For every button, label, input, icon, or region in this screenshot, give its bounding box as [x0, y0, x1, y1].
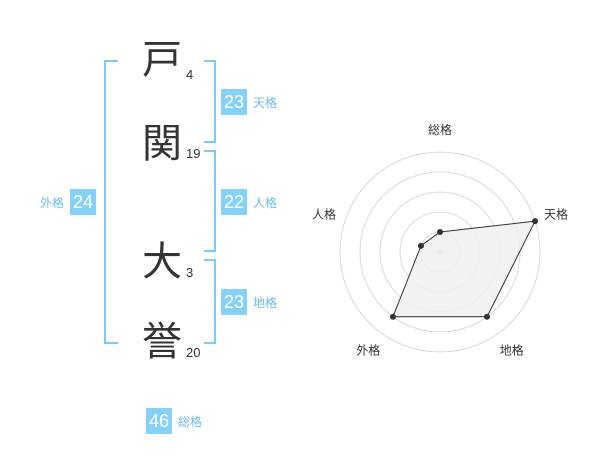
name-char-2: 関	[142, 121, 182, 167]
jinkaku-value: 22	[221, 189, 248, 215]
chikaku-label: 地格	[253, 295, 278, 310]
stroke-count-3: 3	[186, 265, 194, 280]
outer-bracket	[104, 60, 118, 344]
chikaku-badge: 23 地格	[221, 289, 277, 315]
chikaku-bracket	[204, 259, 216, 344]
radar-point-3	[484, 313, 491, 320]
radar-axis-label-4: 外格	[356, 343, 380, 358]
chikaku-value: 23	[221, 289, 248, 315]
soukaku-badge: 46 総格	[146, 408, 202, 434]
gaikaku-label: 外格	[40, 195, 65, 210]
stroke-count-1: 4	[186, 67, 194, 82]
radar-axis-label-2: 天格	[544, 206, 568, 221]
tenkaku-badge: 23 天格	[221, 89, 277, 115]
tenkaku-label: 天格	[253, 95, 278, 110]
radar-axis-label-1: 総格	[428, 122, 452, 137]
name-char-1: 戸	[142, 37, 182, 83]
name-char-4: 誉	[142, 319, 182, 365]
radar-axis-label-3: 地格	[500, 343, 524, 358]
radar-axis-label-5: 人格	[312, 206, 336, 221]
radar-point-5	[417, 242, 424, 249]
radar-point-1	[437, 229, 443, 235]
stroke-count-4: 20	[186, 345, 201, 360]
radar-grid-ring	[339, 151, 541, 353]
gaikaku-value: 24	[70, 189, 97, 215]
soukaku-value: 46	[146, 408, 173, 434]
tenkaku-value: 23	[221, 89, 248, 115]
radar-point-2	[532, 218, 539, 225]
name-char-3: 大	[142, 239, 182, 285]
jinkaku-bracket	[204, 150, 216, 252]
radar-series-polygon	[392, 220, 536, 318]
stroke-count-2: 19	[186, 146, 201, 161]
jinkaku-label: 人格	[253, 195, 278, 210]
soukaku-label: 総格	[178, 414, 203, 429]
jinkaku-badge: 22 人格	[221, 189, 277, 215]
tenkaku-bracket	[204, 60, 216, 143]
radar-point-4	[389, 313, 396, 320]
gaikaku-badge: 外格 24	[40, 189, 97, 215]
